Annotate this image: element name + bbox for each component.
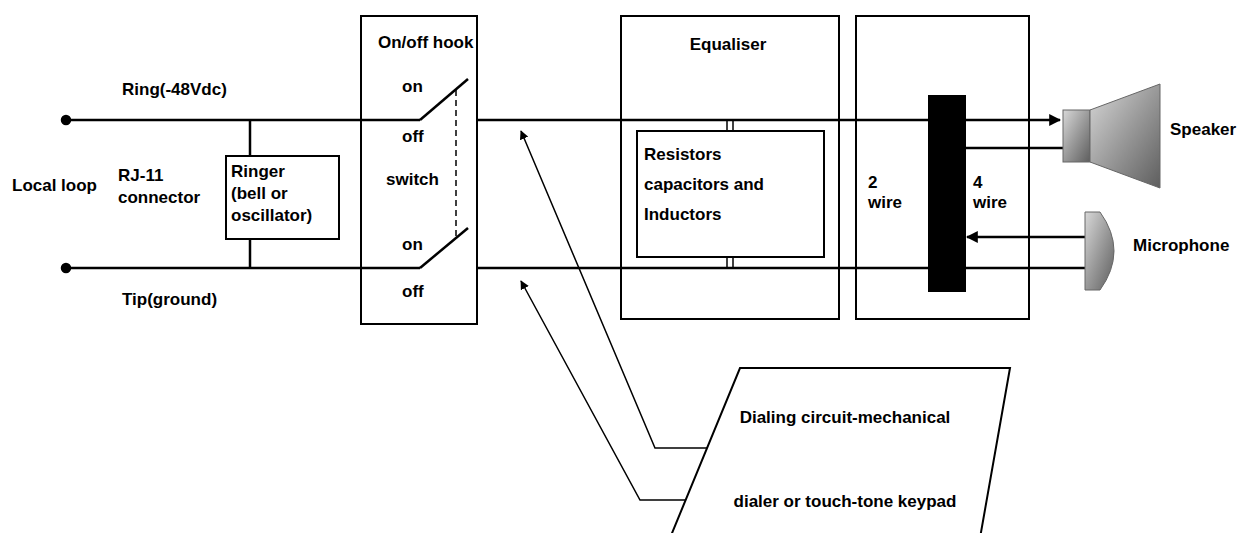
switch-blade [420, 79, 468, 120]
node-text: Dialing circuit-mechanical dialer or tou… [725, 376, 965, 533]
contact-label: off [402, 127, 424, 147]
tap-mark [732, 120, 734, 130]
loop-label: Local loop [12, 176, 97, 196]
microphone-symbol [1085, 212, 1114, 290]
node-text: Resistors capacitors and Inductors [644, 140, 794, 230]
contact-label: on [402, 77, 423, 97]
tap-mark [726, 120, 728, 130]
wire-connector [840, 119, 855, 122]
equaliser-wire [620, 119, 840, 122]
speaker-wire [966, 147, 1063, 150]
ring-wire [66, 119, 420, 122]
tap-mark [732, 258, 734, 268]
contact-label: off [402, 282, 424, 302]
switch-label: switch [386, 170, 439, 190]
wire-connector [478, 267, 620, 270]
ringer-box: Ringer (bell or oscillator) [225, 155, 340, 240]
two-wire-line [855, 267, 928, 270]
component-box: Resistors capacitors and Inductors [636, 130, 825, 258]
part-label: Speaker [1170, 120, 1236, 140]
part-label: Microphone [1133, 236, 1229, 256]
tap-mark [726, 258, 728, 268]
wire-label: Tip(ground) [122, 290, 217, 310]
ringer-wire [249, 240, 252, 268]
two-wire-line [855, 119, 928, 122]
microphone-wire [966, 267, 1085, 270]
speaker-cone [1090, 84, 1160, 188]
contact-label: on [402, 235, 423, 255]
hook-switch-box: On/off hook on off switch on off [360, 15, 478, 325]
dialing-box: Dialing circuit-mechanical dialer or tou… [620, 368, 1020, 533]
connector-label: RJ-11 connector [118, 165, 208, 209]
tip-wire [66, 267, 420, 270]
hybrid-box: 2 wire 4 wire [855, 15, 1030, 320]
switch-linkage [455, 90, 457, 238]
equaliser-wire [620, 267, 840, 270]
hybrid-bar [928, 95, 966, 292]
ringer-wire [249, 120, 252, 155]
box-heading: On/off hook [378, 33, 473, 53]
microphone-wire [967, 236, 1085, 239]
speaker-magnet [1063, 110, 1090, 162]
wire-connector [478, 119, 620, 122]
node-text: Ringer (bell or oscillator) [231, 161, 323, 227]
switch-blade [420, 228, 468, 268]
leader-arrow [521, 281, 686, 500]
wire-label: Ring(-48Vdc) [122, 80, 227, 100]
equaliser-box: Resistors capacitors and Inductors Equali… [620, 15, 840, 320]
speaker-wire [966, 119, 1060, 122]
box-heading: Equaliser [620, 35, 836, 55]
wire-connector [840, 267, 855, 270]
wire-count-label: 2 wire [868, 173, 906, 213]
wire-count-label: 4 wire [973, 173, 1011, 213]
